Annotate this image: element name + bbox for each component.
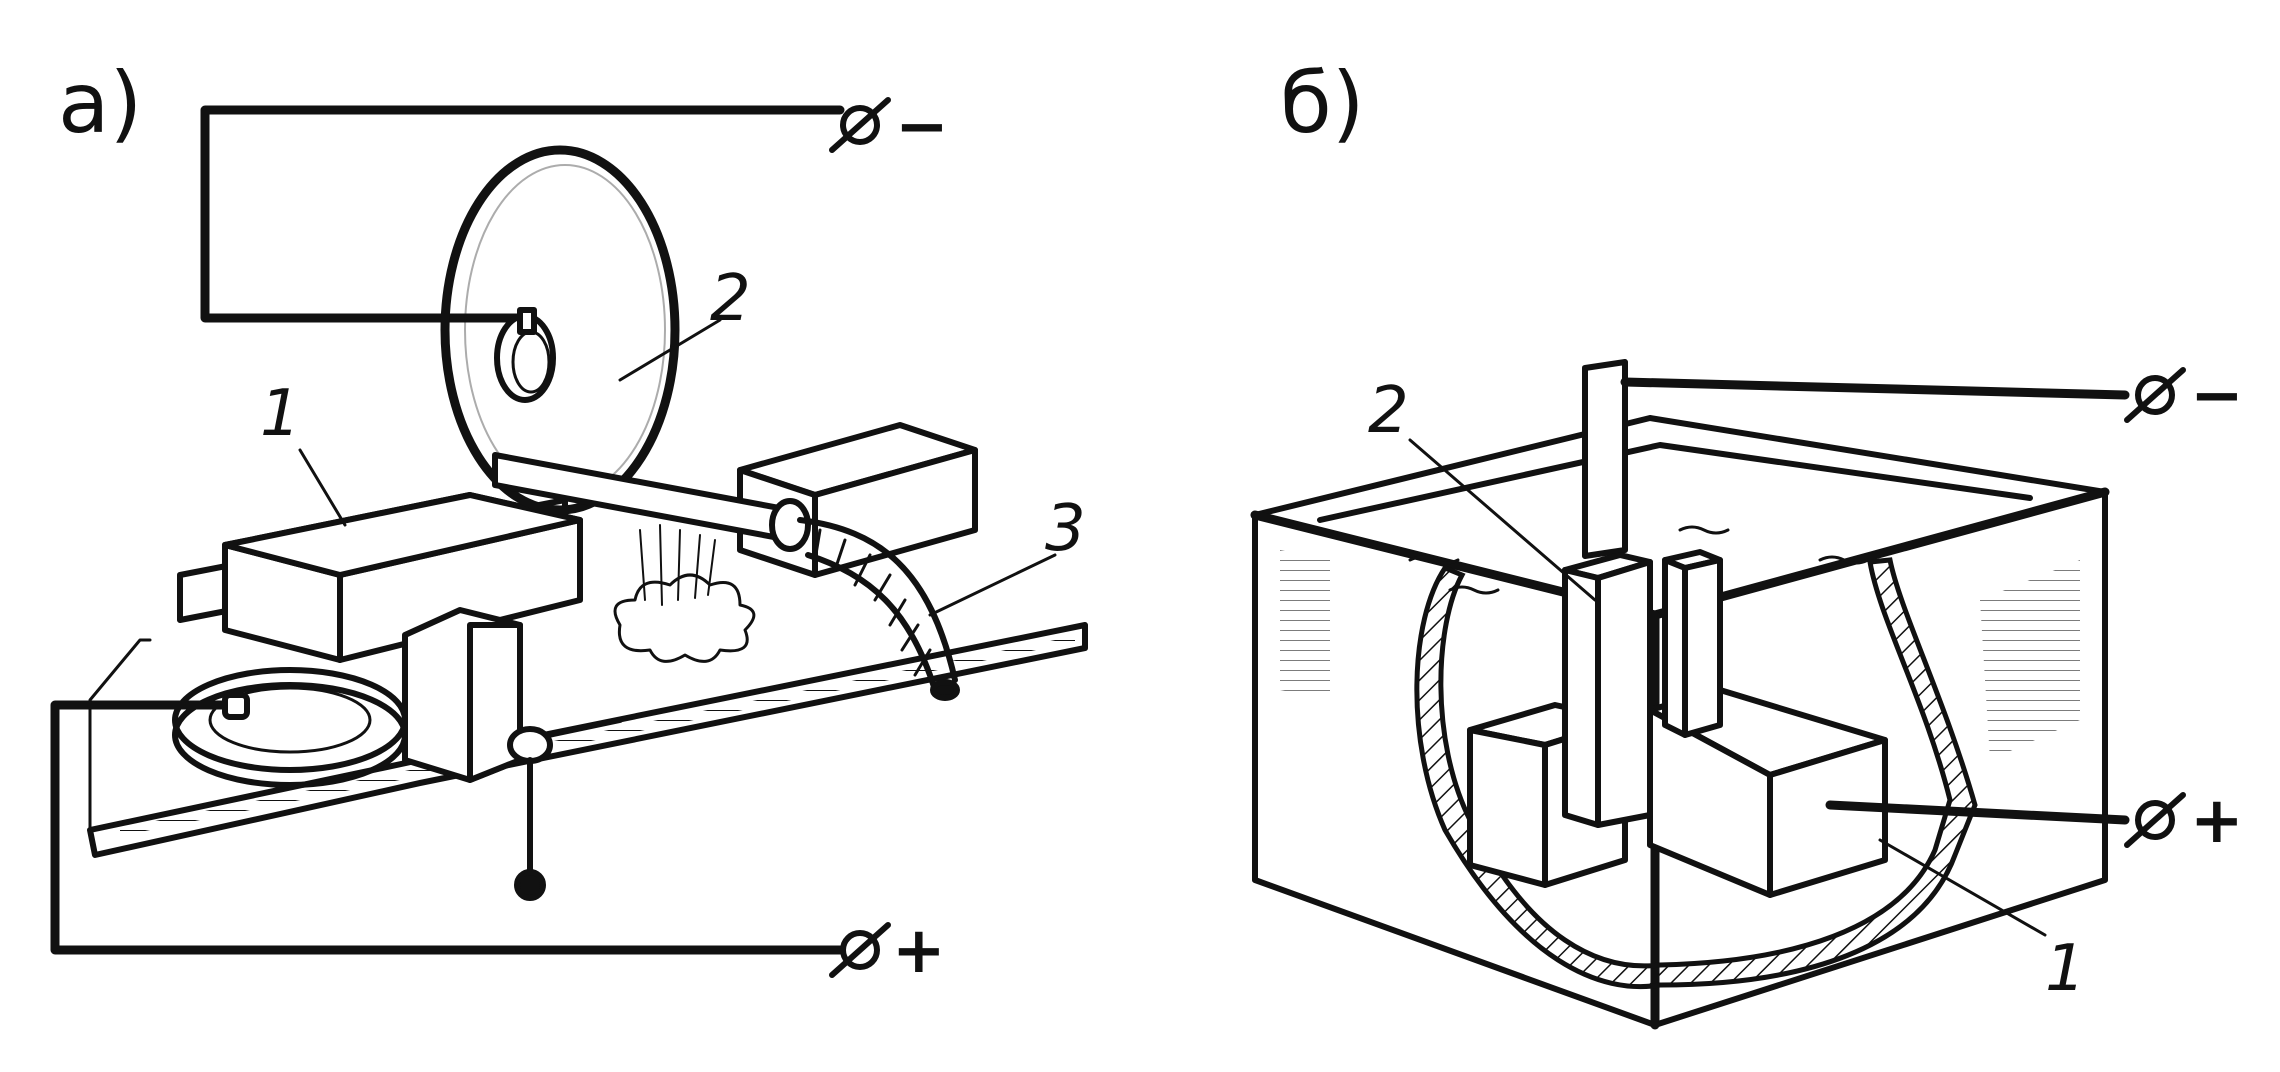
callout-2-b: 2 (1368, 374, 1409, 448)
callout-3-a: 3 (1045, 492, 1086, 566)
leader-2-b (1408, 438, 1597, 602)
negative-sign-b: − (2190, 359, 2244, 433)
rotary-base (172, 667, 408, 788)
callout-2-a: 2 (710, 262, 751, 336)
tool-electrode (1562, 359, 1723, 828)
positive-terminal-a (829, 922, 891, 978)
coolant-nozzle (492, 452, 960, 701)
leader-1-a (298, 448, 347, 527)
negative-wire-b (1620, 377, 2130, 400)
panel-b: б) (1250, 54, 2244, 1030)
coolant-splash (613, 524, 756, 663)
positive-sign-b: + (2190, 784, 2244, 858)
positive-wire-a (50, 700, 845, 955)
negative-sign-a: − (895, 90, 949, 164)
workpiece-block-right (737, 422, 978, 578)
negative-wire-a (200, 105, 845, 323)
positive-terminal-b (2124, 792, 2186, 848)
leader-1-b (1878, 838, 2047, 937)
workpiece-block-left (222, 492, 583, 578)
callout-1-b: 1 (2045, 932, 2086, 1006)
panel-a: а) − (50, 54, 1088, 988)
leader-2-a (618, 318, 722, 382)
callout-1-a: 1 (260, 377, 301, 451)
tank-cutaway (1414, 557, 1978, 990)
positive-wire-b (1825, 800, 2130, 825)
disc-electrode (440, 145, 680, 515)
panel-b-label: б) (1280, 54, 1365, 152)
negative-terminal-a (829, 97, 891, 153)
negative-terminal-b (2124, 367, 2186, 423)
panel-a-label: а) (58, 54, 142, 152)
positive-clamp-a (222, 692, 250, 720)
leader-3-a (928, 553, 1057, 617)
positive-sign-a: + (892, 914, 946, 988)
